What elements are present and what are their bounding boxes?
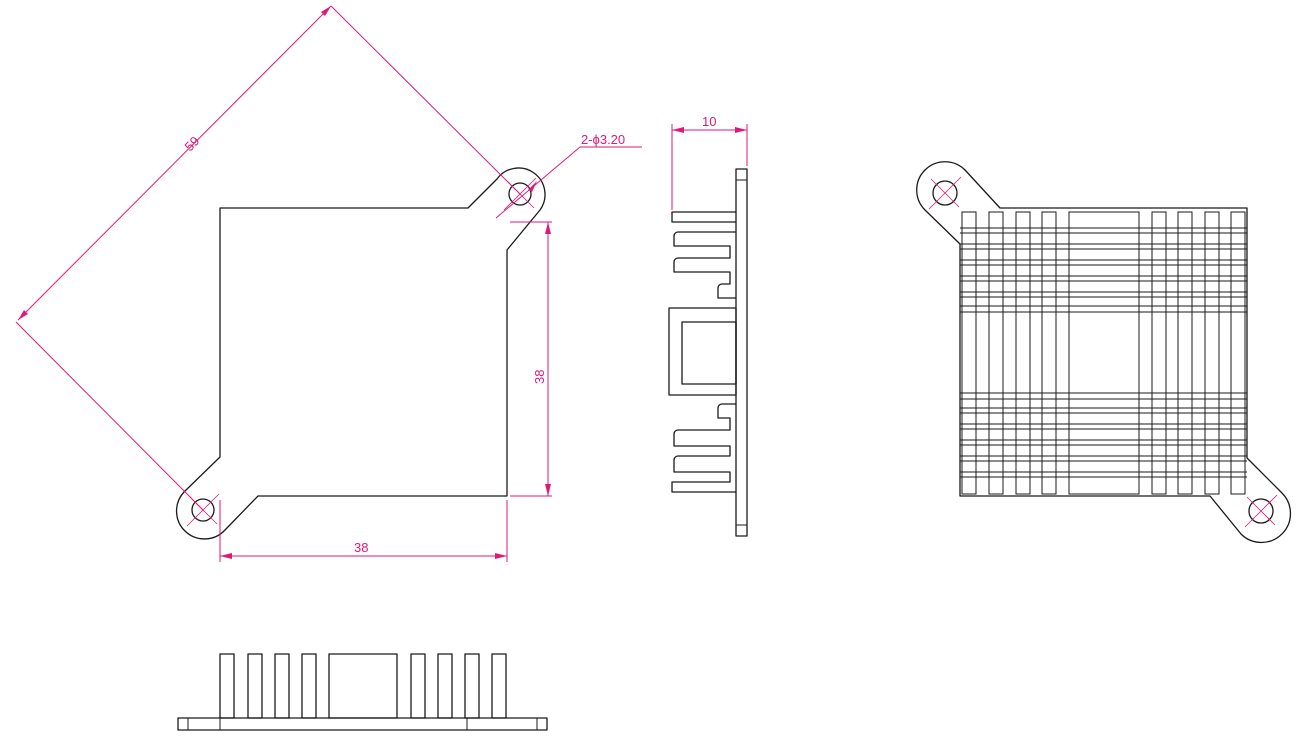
width-dimension bbox=[219, 500, 508, 562]
top-view-outline bbox=[175, 167, 546, 540]
side-view-fins bbox=[668, 211, 737, 493]
width-dimension-label: 38 bbox=[354, 540, 368, 555]
front-elevation-view bbox=[177, 653, 548, 731]
fin-view bbox=[916, 161, 1292, 544]
thickness-dimension bbox=[671, 124, 748, 210]
hole-spec-leader bbox=[495, 146, 642, 219]
side-view: 10 bbox=[668, 114, 748, 537]
hole-spec-label: 2-ϕ3.20 bbox=[581, 132, 625, 147]
fin-view-hole-bottom-right bbox=[1248, 498, 1274, 524]
diagonal-dimension bbox=[15, 5, 521, 511]
fin-view-hole-center-marks bbox=[928, 176, 1278, 528]
mounting-hole-top-right bbox=[508, 182, 532, 206]
thickness-dimension-label: 10 bbox=[702, 114, 716, 129]
hole-center-marks bbox=[186, 177, 537, 527]
fin-view-hole-top-left bbox=[932, 180, 958, 206]
height-dimension bbox=[510, 221, 552, 497]
side-view-boss-outer bbox=[668, 307, 737, 396]
height-dimension-label: 38 bbox=[532, 370, 547, 384]
elevation-base-plate bbox=[177, 717, 548, 731]
diagonal-dimension-label: 59 bbox=[182, 133, 203, 154]
mounting-hole-bottom-left bbox=[191, 498, 215, 522]
top-view: 59 2-ϕ3.20 38 38 bbox=[15, 5, 642, 562]
fin-view-outline bbox=[916, 161, 1292, 544]
elevation-fins bbox=[219, 653, 507, 719]
side-view-base-plate bbox=[735, 168, 748, 537]
side-view-boss-inner bbox=[681, 321, 737, 385]
fin-view-columns bbox=[961, 211, 1246, 495]
fin-view-grooves bbox=[960, 227, 1247, 478]
